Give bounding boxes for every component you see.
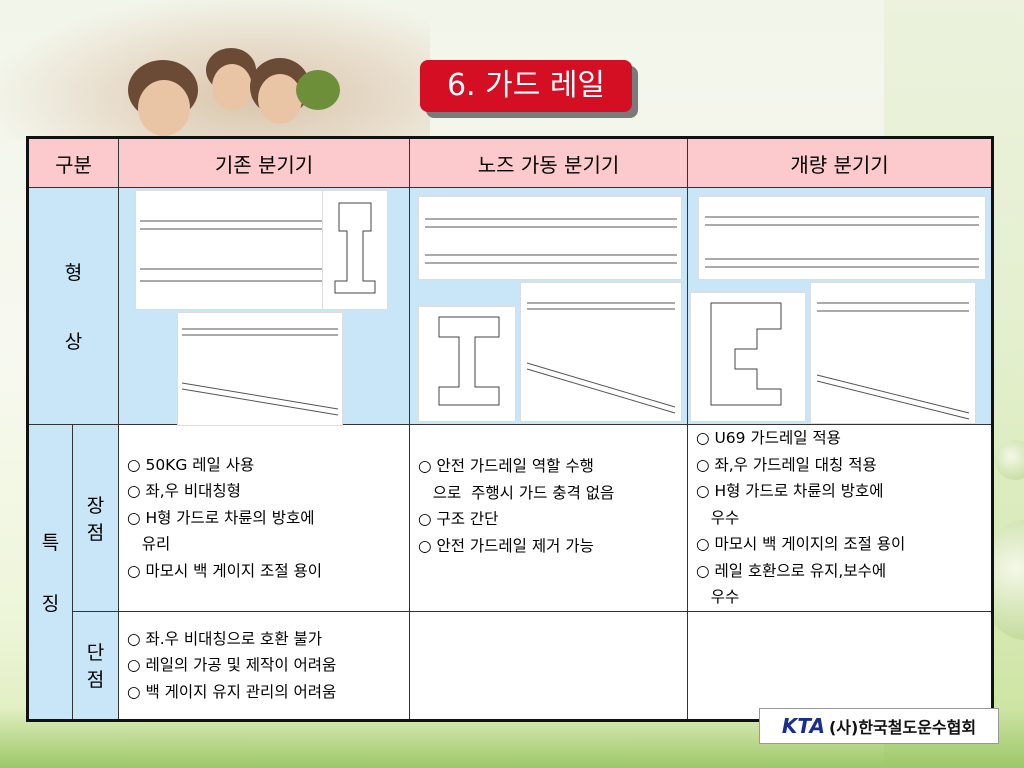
kta-logo: KTA (사)한국철도운수협회 — [759, 708, 999, 744]
pros-improved-line: ○ H형 가드로 차륜의 방호에 — [696, 482, 884, 500]
cons-nose — [409, 610, 688, 721]
feature-label-1: 특 — [41, 532, 60, 554]
rail-side-drawing — [181, 328, 339, 416]
shape-label-1: 형 — [64, 262, 83, 284]
header-existing: 기존 분기기 — [118, 137, 410, 188]
improved-plan-drawing — [705, 216, 979, 268]
shape-row: 형 상 — [27, 187, 993, 426]
feature-label-cell: 특 징 — [27, 424, 73, 721]
cons-existing-line: ○ 백 게이지 유지 관리의 어려움 — [127, 682, 337, 701]
header-category: 구분 — [27, 137, 119, 188]
mother-face — [258, 74, 302, 124]
drawing-existing-section — [322, 190, 388, 310]
pros-existing: ○ 50KG 레일 사용 ○ 좌,우 비대칭형 ○ H형 가드로 차륜의 방호에… — [118, 424, 410, 612]
slide-title-box: 6. 가드 레일 — [420, 60, 632, 112]
pros-improved-line: 우수 — [696, 588, 740, 606]
cons-existing: ○ 좌.우 비대칭으로 호환 불가 ○ 레일의 가공 및 제작이 어려움 ○ 백… — [118, 610, 410, 721]
logo-org-name: (사)한국철도운수협회 — [828, 718, 977, 737]
pros-improved-line: ○ 마모시 백 게이지의 조절 용이 — [696, 535, 906, 553]
child-face — [212, 64, 252, 110]
drawing-improved-section — [690, 292, 806, 422]
pros-nose: ○ 안전 가드레일 역할 수행 으로 주행시 가드 충격 없음 ○ 구조 간단 … — [409, 424, 688, 612]
pros-improved-line: ○ U69 가드레일 적용 — [696, 429, 841, 447]
pros-row: 특 징 장 점 ○ 50KG 레일 사용 ○ 좌,우 비대칭형 ○ H형 가드로… — [27, 424, 993, 721]
plant — [296, 70, 340, 110]
drawing-existing-bottom — [177, 312, 343, 426]
shape-label-2: 상 — [64, 331, 83, 353]
pros-label-cell: 장 점 — [72, 424, 119, 612]
pros-improved-line: ○ 레일 호환으로 유지,보수에 — [696, 561, 887, 580]
drawing-nose-top — [418, 196, 682, 280]
pros-existing-line: 유리 — [127, 535, 171, 553]
drawing-nose-section — [418, 306, 516, 422]
pros-nose-line: 으로 주행시 가드 충격 없음 — [418, 483, 615, 502]
pros-existing-line: ○ H형 가드로 차륜의 방호에 — [127, 508, 315, 527]
nose-section-drawing — [438, 316, 500, 406]
cons-existing-line: ○ 레일의 가공 및 제작이 어려움 — [127, 656, 337, 674]
pros-existing-line: ○ 50KG 레일 사용 — [127, 455, 255, 474]
pros-improved-line: ○ 좌,우 가드레일 대칭 적용 — [696, 455, 877, 474]
existing-drawings — [118, 187, 410, 426]
drawing-improved-top — [698, 196, 986, 280]
rail-plan-drawing — [140, 220, 322, 282]
pros-nose-line: ○ 안전 가드레일 제거 가능 — [418, 536, 594, 555]
nose-drawings — [409, 187, 688, 425]
background-photo — [0, 0, 430, 140]
nose-plan-drawing — [425, 218, 677, 264]
shape-label-cell: 형 상 — [27, 187, 119, 425]
slide-title: 6. 가드 레일 — [446, 68, 606, 103]
header-nose: 노즈 가동 분기기 — [409, 137, 688, 188]
header-improved: 개량 분기기 — [687, 137, 993, 188]
drawing-nose-side — [520, 282, 682, 422]
header-row: 구분 기존 분기기 노즈 가동 분기기 개량 분기기 — [27, 137, 993, 188]
improved-drawings — [687, 187, 993, 425]
feature-label-2: 징 — [41, 593, 60, 615]
cons-row: 단 점 ○ 좌.우 비대칭으로 호환 불가 ○ 레일의 가공 및 제작이 어려움… — [28, 610, 993, 721]
nose-side-drawing — [526, 302, 676, 414]
guard-rail-table: 구분 기존 분기기 노즈 가동 분기기 개량 분기기 형 상 — [26, 136, 994, 722]
decor-ball-small — [995, 440, 1024, 480]
drawing-improved-side — [810, 282, 976, 424]
improved-section-drawing — [710, 302, 782, 406]
cons-existing-line: ○ 좌.우 비대칭으로 호환 불가 — [127, 629, 323, 648]
pros-improved-line: 우수 — [696, 508, 740, 527]
pros-nose-line: ○ 안전 가드레일 역할 수행 — [418, 457, 594, 475]
logo-brand: KTA — [781, 714, 825, 738]
drawing-existing-top — [135, 190, 323, 310]
pros-existing-line: ○ 좌,우 비대칭형 — [127, 482, 241, 500]
cons-label-2: 점 — [86, 669, 105, 692]
pros-improved: ○ U69 가드레일 적용 ○ 좌,우 가드레일 대칭 적용 ○ H형 가드로 … — [687, 424, 993, 612]
father-face — [138, 80, 190, 136]
cons-label-cell: 단 점 — [72, 610, 119, 721]
cons-label-1: 단 — [86, 642, 105, 665]
pros-label-1: 장 — [86, 494, 105, 517]
pros-existing-line: ○ 마모시 백 게이지 조절 용이 — [127, 561, 323, 580]
cons-improved — [687, 610, 993, 721]
improved-side-drawing — [816, 302, 970, 420]
pros-nose-line: ○ 구조 간단 — [418, 510, 499, 528]
pros-label-2: 점 — [86, 521, 105, 544]
rail-section-drawing — [334, 202, 376, 294]
